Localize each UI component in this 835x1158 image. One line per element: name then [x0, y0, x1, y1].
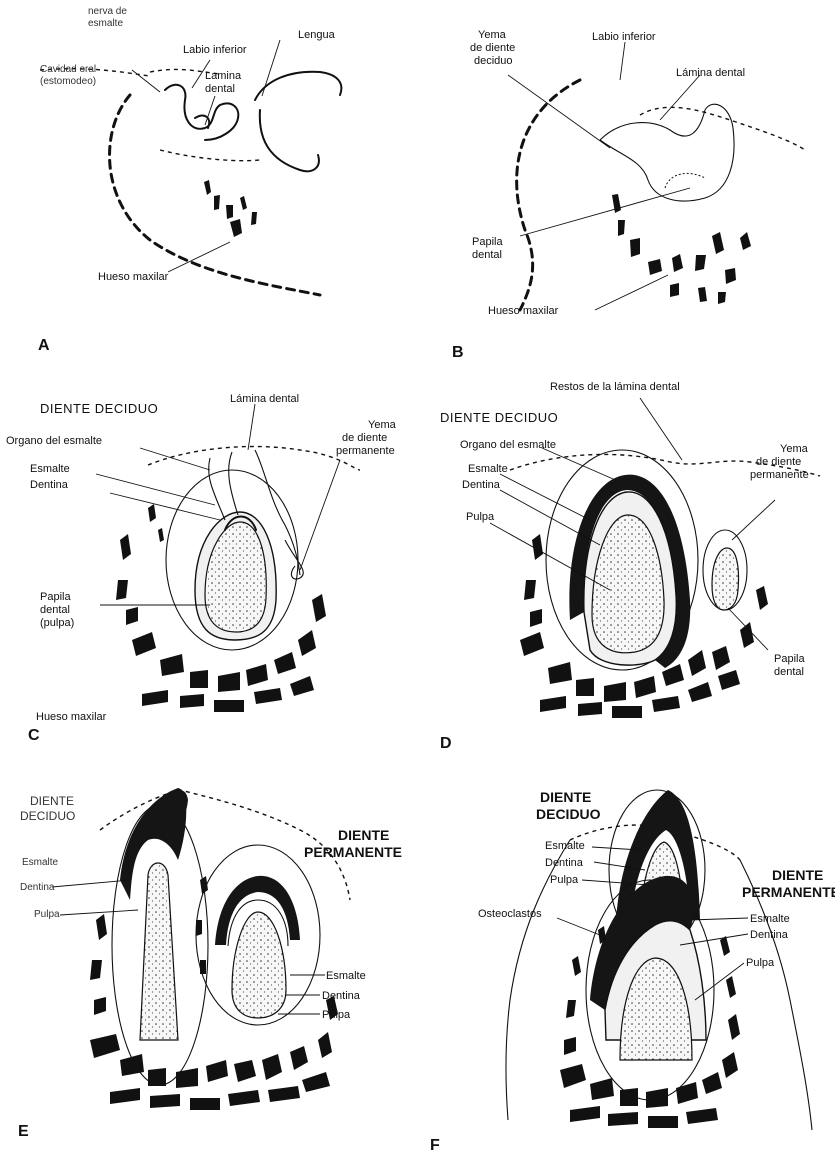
label-b-labio-inferior: Labio inferior — [592, 31, 656, 43]
jaw-outline-b — [517, 80, 580, 310]
label-d-heading: DIENTE DECIDUO — [440, 410, 558, 425]
label-b-hueso-maxilar: Hueso maxilar — [488, 305, 559, 317]
label-e-esmalte-left: Esmalte — [22, 857, 59, 868]
label-f-dentina-right: Dentina — [750, 929, 789, 941]
tongue-a — [260, 110, 319, 171]
label-e-pulpa-left: Pulpa — [34, 909, 60, 920]
tooth-bud-b — [600, 104, 734, 201]
label-a-faint-left: Cavidad oral(estomodeo) — [40, 64, 96, 87]
label-e-pulpa-right: Pulpa — [322, 1009, 351, 1021]
label-f-pulpa-left: Pulpa — [550, 874, 579, 886]
label-a-hueso-maxilar: Hueso maxilar — [98, 271, 169, 283]
label-c-lamina-dental: Lámina dental — [230, 393, 299, 405]
label-d-esmalte: Esmalte — [468, 463, 508, 475]
label-a-labio-inferior: Labio inferior — [183, 44, 247, 56]
label-f-esmalte-right: Esmalte — [750, 913, 790, 925]
label-c-hueso-maxilar: Hueso maxilar — [36, 711, 107, 723]
bone-fragments-b — [612, 194, 751, 304]
panel-letter-c: C — [28, 727, 40, 744]
label-d-restos: Restos de la lámina dental — [550, 381, 680, 393]
panel-d: Restos de la lámina dental DIENTE DECIDU… — [440, 381, 820, 752]
label-d-dentina: Dentina — [462, 479, 501, 491]
label-c-heading: DIENTE DECIDUO — [40, 401, 158, 416]
label-f-esmalte-left: Esmalte — [545, 840, 585, 852]
label-c-organo: Organo del esmalte — [6, 435, 102, 447]
label-e-dentina-left: Dentina — [20, 882, 55, 893]
bone-fragments-a — [204, 180, 257, 237]
panel-letter-d: D — [440, 735, 452, 752]
panel-letter-e: E — [18, 1123, 29, 1140]
panel-c: DIENTE DECIDUO Lámina dental Organo del … — [6, 393, 397, 744]
label-f-dentina-left: Dentina — [545, 857, 584, 869]
panel-letter-a: A — [38, 337, 50, 354]
panel-letter-f: F — [430, 1137, 440, 1154]
permanent-pulp-e — [232, 912, 286, 1018]
label-b-lamina-dental: Lámina dental — [676, 67, 745, 79]
label-d-organo: Organo del esmalte — [460, 439, 556, 451]
label-d-pulpa: Pulpa — [466, 511, 495, 523]
label-e-dentina-right: Dentina — [322, 990, 361, 1002]
label-c-esmalte: Esmalte — [30, 463, 70, 475]
label-c-dentina: Dentina — [30, 479, 69, 491]
label-f-pulpa-right: Pulpa — [746, 957, 775, 969]
deciduous-pulp-e — [140, 863, 178, 1040]
panel-letter-b: B — [452, 344, 464, 361]
label-e-esmalte-right: Esmalte — [326, 970, 366, 982]
jaw-outline-a — [110, 95, 320, 295]
label-f-osteoclastos: Osteoclastos — [478, 908, 542, 920]
label-a-lengua: Lengua — [298, 29, 336, 41]
